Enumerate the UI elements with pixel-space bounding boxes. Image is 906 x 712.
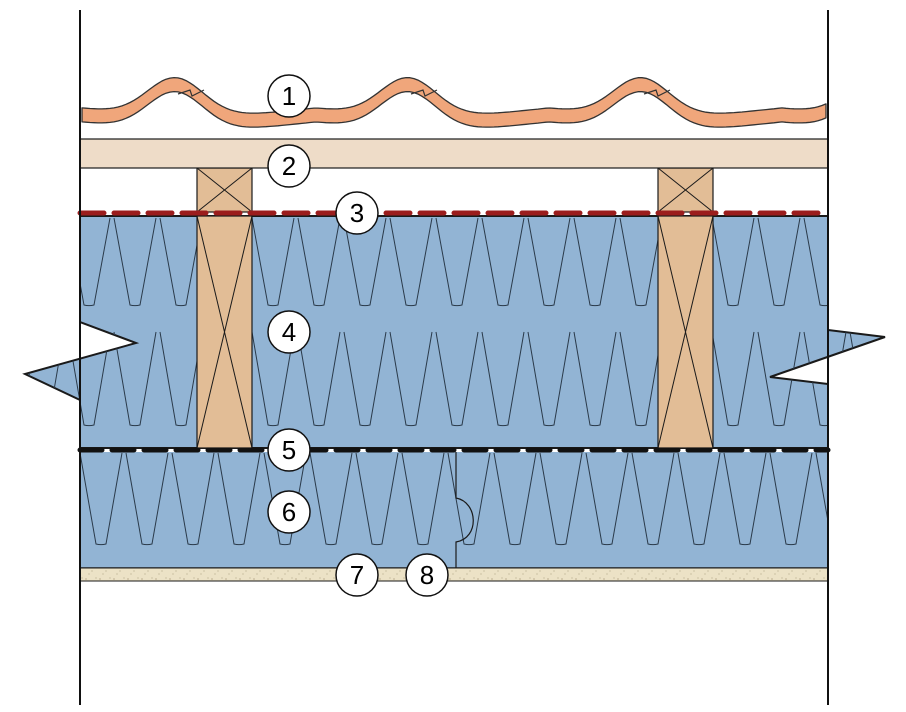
insulation-fibre-pattern <box>677 452 721 546</box>
callout-2: 2 <box>267 144 311 188</box>
callout-6: 6 <box>267 490 311 534</box>
callout-number: 8 <box>420 560 434 590</box>
insulation-fibre-pattern <box>297 331 341 427</box>
callout-1: 1 <box>267 74 311 118</box>
callout-number: 6 <box>282 497 296 527</box>
counter-batten-left <box>196 167 253 213</box>
callout-7: 7 <box>335 553 379 597</box>
insulation-below-rafters <box>80 452 828 569</box>
insulation-fibre-pattern <box>723 452 767 546</box>
insulation-fibre-pattern <box>67 331 111 427</box>
insulation-fibre-pattern <box>481 217 525 307</box>
insulation-fibre-pattern <box>631 452 675 546</box>
insulation-fibre-pattern <box>619 331 663 427</box>
insulation-joint <box>455 452 474 568</box>
callout-8: 8 <box>405 553 449 597</box>
rafter-left <box>196 215 253 449</box>
insulation-fibre-pattern <box>113 217 157 307</box>
roof-batten <box>79 138 829 169</box>
interior-board <box>79 567 829 582</box>
callout-number: 3 <box>350 198 364 228</box>
insulation-fibre-pattern <box>493 452 537 546</box>
callout-number: 2 <box>282 151 296 181</box>
insulation-fibre-pattern <box>481 331 525 427</box>
insulation-fibre-pattern <box>585 452 629 546</box>
callout-4: 4 <box>267 310 311 354</box>
insulation-fibre-pattern <box>25 217 65 307</box>
insulation-fibre-pattern <box>849 217 885 307</box>
insulation-fibre-pattern <box>251 217 295 307</box>
insulation-fibre-pattern <box>447 452 491 546</box>
insulation-fibre-pattern <box>896 218 906 306</box>
insulation-fibre-pattern <box>435 331 479 427</box>
insulation-fibre-pattern <box>757 217 801 307</box>
insulation-fibre-pattern <box>125 452 169 546</box>
callout-circle <box>335 553 379 597</box>
insulation-fibre-pattern <box>527 331 571 427</box>
callout-number: 4 <box>282 317 296 347</box>
insulation-fibre-pattern <box>896 332 906 426</box>
insulation-fibre-pattern <box>389 331 433 427</box>
insulation-fibre-pattern <box>573 331 617 427</box>
callout-circle <box>335 191 379 235</box>
insulation-fibre-pattern <box>217 452 261 546</box>
insulation-fibre-pattern <box>251 331 295 427</box>
callout-number: 7 <box>350 560 364 590</box>
insulation-fibre-pattern <box>171 452 215 546</box>
insulation-fibre-pattern <box>309 452 353 546</box>
insulation-fibre-pattern <box>527 217 571 307</box>
insulation-fibre-pattern <box>769 452 813 546</box>
rafter-right <box>657 215 714 449</box>
insulation-fibre-pattern <box>435 217 479 307</box>
insulation-fibre-pattern <box>539 452 583 546</box>
insulation-between-rafters <box>22 215 906 449</box>
insulation-fibre-pattern <box>401 452 445 546</box>
insulation-fibre-pattern <box>573 217 617 307</box>
insulation-fibre-pattern <box>711 217 755 307</box>
counter-batten-right <box>657 167 714 213</box>
insulation-fibre-pattern <box>80 452 123 546</box>
insulation-fibre-pattern <box>159 217 203 307</box>
callout-circle <box>405 553 449 597</box>
insulation-fibre-pattern <box>67 217 111 307</box>
insulation-fibre-pattern <box>711 331 755 427</box>
insulation-fibre-pattern <box>619 217 663 307</box>
callout-circle <box>267 428 311 472</box>
callout-circle <box>267 490 311 534</box>
callout-circle <box>267 144 311 188</box>
insulation-fibre-pattern <box>343 331 387 427</box>
callout-number: 5 <box>282 435 296 465</box>
insulation-fibre-pattern <box>113 331 157 427</box>
roof-tiles <box>81 76 827 128</box>
insulation-fibre-pattern <box>343 217 387 307</box>
insulation-fibre-pattern <box>263 452 307 546</box>
callout-3: 3 <box>335 191 379 235</box>
insulation-fibre-pattern <box>297 217 341 307</box>
insulation-fibre-pattern <box>355 452 399 546</box>
callout-circle <box>267 310 311 354</box>
callout-number: 1 <box>282 81 296 111</box>
callout-5: 5 <box>267 428 311 472</box>
insulation-fibre-pattern <box>757 331 801 427</box>
insulation-fibre-pattern <box>389 217 433 307</box>
callout-circle <box>267 74 311 118</box>
insulation-fibre-pattern <box>159 331 203 427</box>
